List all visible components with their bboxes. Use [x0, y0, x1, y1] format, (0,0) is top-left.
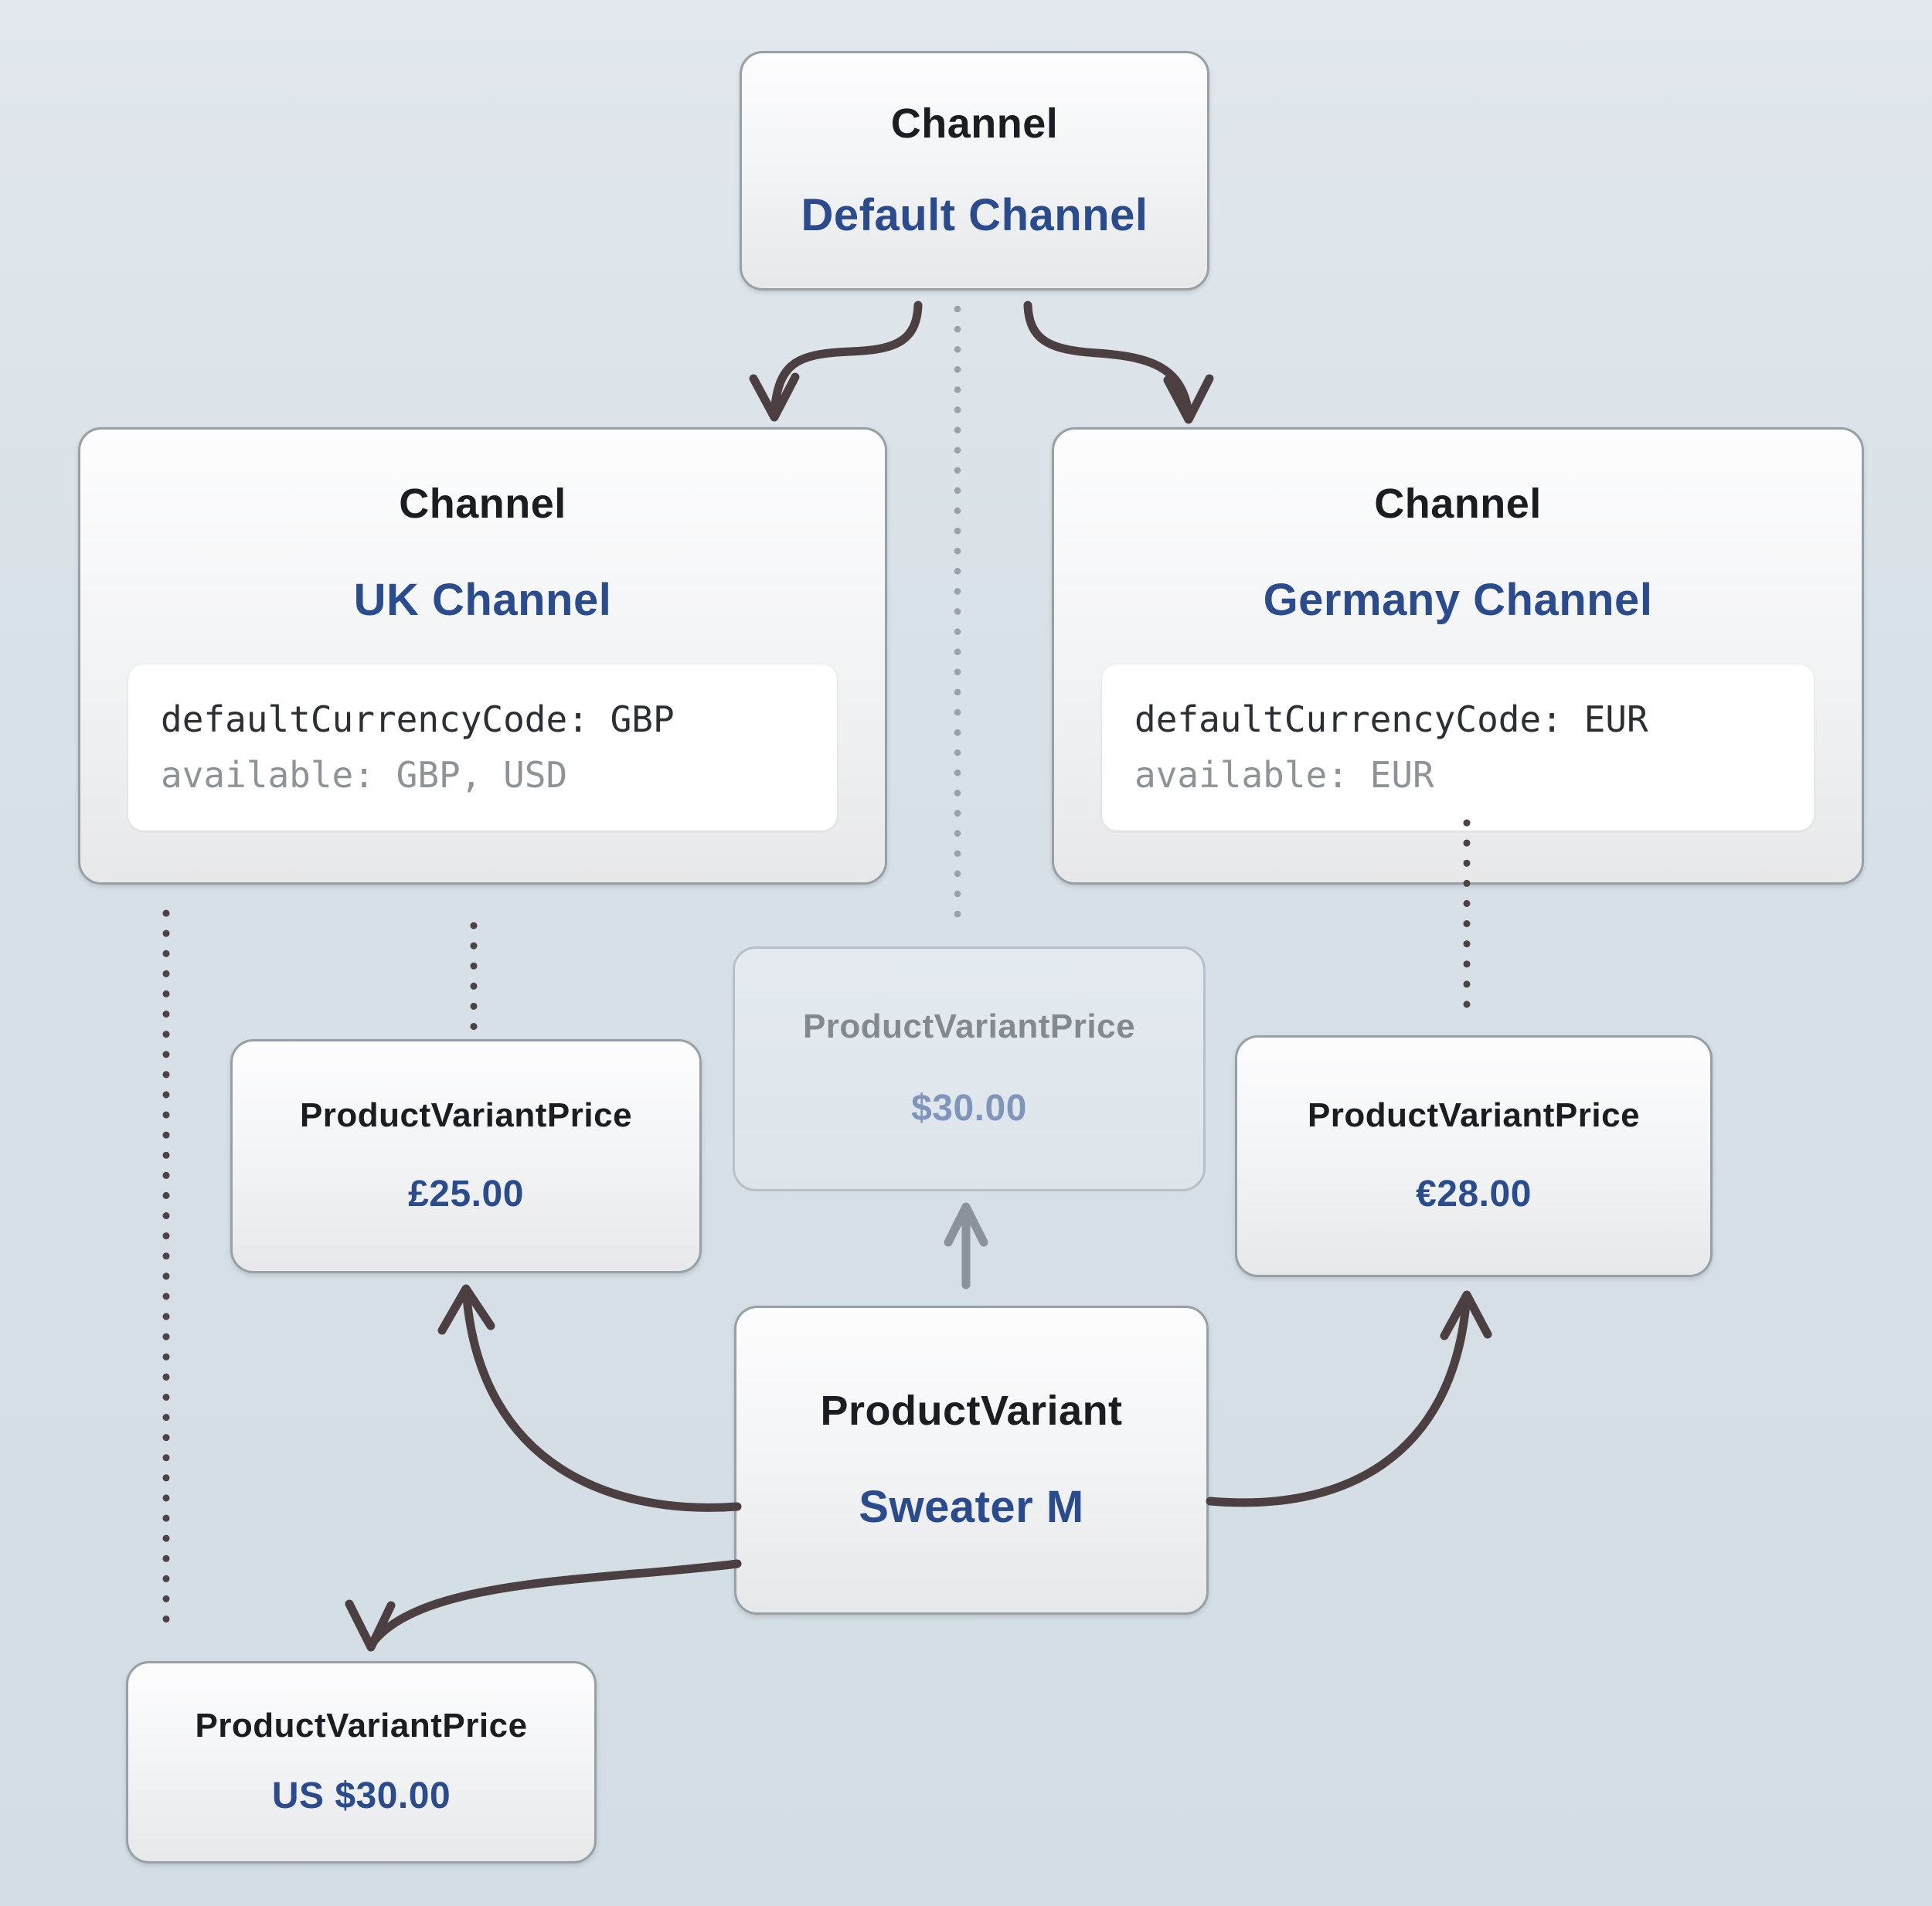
node-default-price-ghost: ProductVariantPrice $30.00	[733, 946, 1206, 1191]
node-uk-channel: Channel UK Channel defaultCurrencyCode: …	[78, 427, 887, 885]
node-type-label: ProductVariantPrice	[299, 1096, 633, 1134]
arrowhead-down-icon	[749, 372, 800, 422]
node-product-variant: ProductVariant Sweater M	[734, 1306, 1209, 1615]
node-type-label: ProductVariant	[820, 1388, 1123, 1435]
node-name-label: Default Channel	[801, 189, 1148, 240]
arrow-product-variant-to-germany-price	[1206, 1300, 1471, 1507]
arrow-product-variant-to-us-price	[369, 1559, 742, 1646]
currency-code-block: defaultCurrencyCode: GBP available: GBP,…	[128, 664, 837, 831]
available-currencies-line: available: GBP, USD	[161, 753, 568, 796]
node-germany-channel: Channel Germany Channel defaultCurrencyC…	[1052, 427, 1864, 885]
price-value-label: US $30.00	[271, 1775, 451, 1816]
node-type-label: Channel	[890, 100, 1059, 148]
arrow-default-channel-to-germany-channel	[1023, 301, 1193, 418]
node-name-label: Sweater M	[859, 1481, 1084, 1532]
node-germany-price: ProductVariantPrice €28.00	[1235, 1035, 1713, 1277]
node-us-price: ProductVariantPrice US $30.00	[126, 1661, 597, 1864]
arrowhead-up-icon	[944, 1202, 988, 1247]
arrow-product-variant-to-uk-price	[462, 1293, 742, 1512]
node-uk-price: ProductVariantPrice £25.00	[230, 1039, 702, 1273]
arrow-default-channel-to-uk-channel	[770, 301, 923, 416]
default-currency-line: defaultCurrencyCode: EUR	[1134, 698, 1648, 741]
node-default-channel: Channel Default Channel	[740, 51, 1209, 290]
node-type-label: Channel	[399, 481, 566, 528]
node-type-label: ProductVariantPrice	[802, 1007, 1136, 1045]
currency-code-block: defaultCurrencyCode: EUR available: EUR	[1102, 664, 1814, 831]
node-name-label: UK Channel	[353, 574, 612, 625]
default-currency-line: defaultCurrencyCode: GBP	[161, 698, 675, 741]
available-currencies-line: available: EUR	[1134, 753, 1434, 796]
arrowhead-up-icon	[437, 1284, 495, 1335]
node-name-label: Germany Channel	[1263, 574, 1653, 625]
node-type-label: Channel	[1374, 481, 1542, 528]
node-type-label: ProductVariantPrice	[195, 1707, 528, 1745]
node-type-label: ProductVariantPrice	[1307, 1096, 1641, 1134]
arrowhead-down-icon	[345, 1599, 396, 1652]
price-value-label: $30.00	[911, 1088, 1027, 1130]
arrowhead-down-icon	[1163, 374, 1214, 424]
price-value-label: £25.00	[408, 1174, 524, 1215]
price-value-label: €28.00	[1416, 1174, 1532, 1215]
arrowhead-up-icon	[1440, 1290, 1492, 1340]
